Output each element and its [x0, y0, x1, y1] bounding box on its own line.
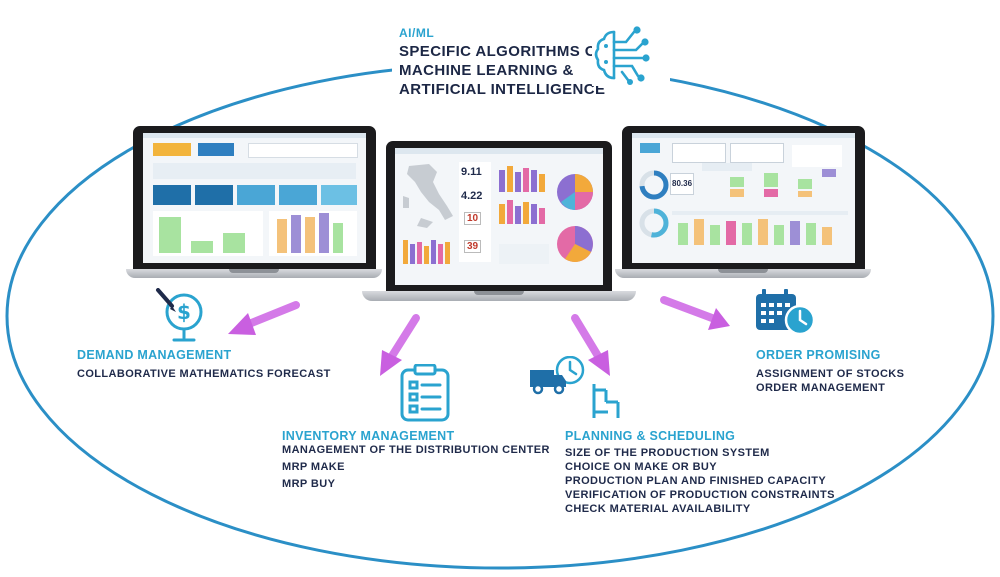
- laptop-center: 9.11 4.22 10 39: [362, 141, 636, 301]
- planning-line-1: SIZE OF THE PRODUCTION SYSTEM: [565, 447, 770, 459]
- donut-chart-2: [639, 208, 669, 238]
- dollar-pen-icon: $: [156, 288, 203, 342]
- planning-title: PLANNING & SCHEDULING: [565, 429, 736, 443]
- planning-line-2: CHOICE ON MAKE OR BUY: [565, 461, 718, 473]
- gantt-icon: [592, 384, 620, 418]
- arrow-to-inventory: [380, 314, 420, 376]
- ai-line-2: MACHINE LEARNING &: [399, 62, 574, 79]
- ai-text-backdrop: [392, 24, 602, 99]
- order-line-2: ORDER MANAGEMENT: [756, 382, 886, 394]
- ai-tag: AI/ML: [399, 26, 435, 40]
- arrow-to-planning: [571, 314, 610, 376]
- inventory-line-2: MRP MAKE: [282, 461, 345, 473]
- kpi-value-1: 9.11: [461, 166, 482, 178]
- kpi-value-4: 39: [464, 240, 482, 253]
- ai-line-1: SPECIFIC ALGORITHMS OF: [399, 43, 607, 60]
- demand-line-1: COLLABORATIVE MATHEMATICS FORECAST: [77, 368, 331, 380]
- pie-chart-1: [557, 174, 593, 210]
- donut-chart-1: [639, 170, 669, 200]
- kpi-value-3: 10: [464, 212, 482, 225]
- planning-line-5: CHECK MATERIAL AVAILABILITY: [565, 503, 751, 515]
- arrow-to-demand: [228, 301, 300, 335]
- inventory-line-3: MRP BUY: [282, 478, 336, 490]
- demand-title: DEMAND MANAGEMENT: [77, 348, 232, 362]
- order-dashboard-screen: 80.36: [632, 133, 855, 263]
- ai-line-3: ARTIFICIAL INTELLIGENCE: [399, 81, 606, 98]
- italy-map: [403, 164, 453, 228]
- order-title: ORDER PROMISING: [756, 348, 881, 362]
- inventory-line-1: MANAGEMENT OF THE DISTRIBUTION CENTER: [282, 444, 550, 456]
- calendar-clock-icon: [756, 289, 816, 336]
- checklist-icon: [400, 364, 450, 422]
- laptop-right: 80.36: [615, 126, 871, 278]
- arrow-to-order: [660, 296, 730, 330]
- demand-dashboard-screen: [143, 133, 366, 263]
- pie-chart-2: [557, 226, 593, 262]
- svg-text:$: $: [177, 300, 191, 324]
- truck-clock-icon: [530, 356, 585, 395]
- planning-line-4: VERIFICATION OF PRODUCTION CONSTRAINTS: [565, 489, 835, 501]
- kpi-value-right: 80.36: [672, 179, 693, 188]
- order-line-1: ASSIGNMENT OF STOCKS: [756, 368, 905, 380]
- inventory-title: INVENTORY MANAGEMENT: [282, 429, 455, 443]
- inventory-dashboard-screen: 9.11 4.22 10 39: [395, 148, 603, 285]
- laptop-left: [126, 126, 382, 278]
- brain-network-icon: [592, 24, 670, 86]
- kpi-value-2: 4.22: [461, 190, 483, 202]
- planning-line-3: PRODUCTION PLAN AND FINISHED CAPACITY: [565, 475, 827, 487]
